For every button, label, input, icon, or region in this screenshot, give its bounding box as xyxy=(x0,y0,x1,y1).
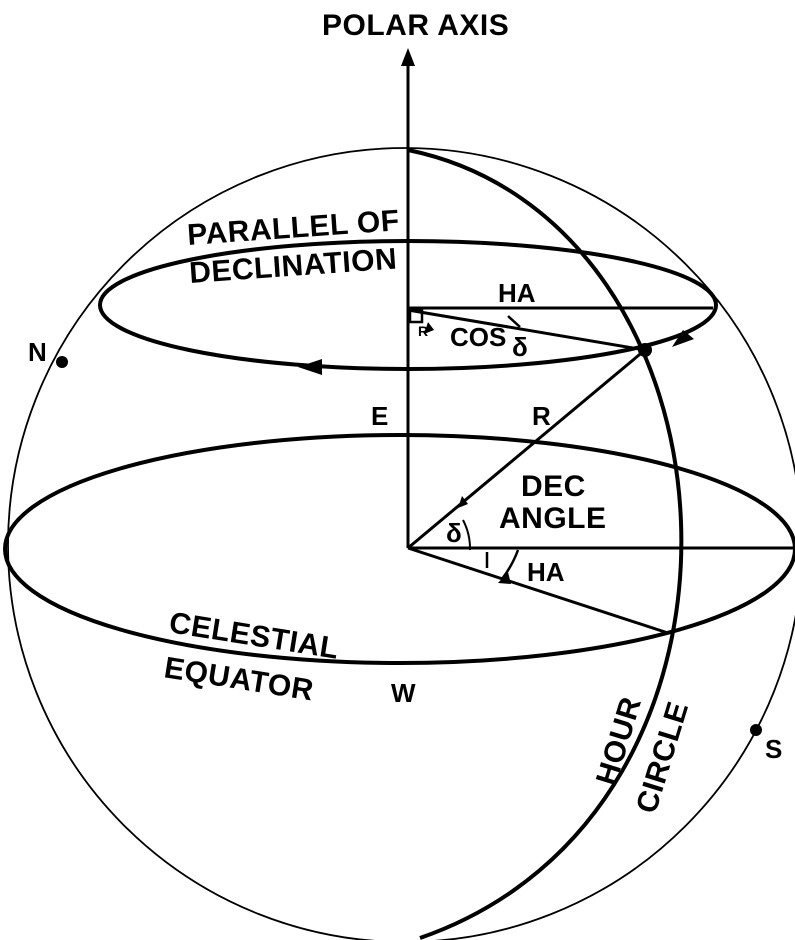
r-cos-small-arrow xyxy=(424,322,434,334)
hour-circle-arc xyxy=(407,148,684,940)
cos-label: COS xyxy=(450,322,506,352)
s-label: S xyxy=(765,734,782,764)
r-cos-delta-line xyxy=(407,308,646,352)
dec-small-arrow xyxy=(458,496,468,508)
r-small-label: R xyxy=(418,323,428,339)
equator-hour-line xyxy=(407,546,669,635)
dec-label-line2: ANGLE xyxy=(499,502,607,535)
r-main-label: R xyxy=(532,401,551,431)
celestial-equator-ellipse xyxy=(3,433,795,665)
polar-axis-label: POLAR AXIS xyxy=(322,9,509,42)
dec-label-line1: DEC xyxy=(521,470,586,503)
w-label: W xyxy=(391,678,416,708)
south-point xyxy=(750,724,762,736)
celestial-sphere-outline xyxy=(7,147,795,940)
n-label: N xyxy=(28,337,47,367)
ha-top-label: HA xyxy=(498,278,536,308)
declination-angle-arc xyxy=(462,519,472,551)
cos-delta-label: δ xyxy=(512,332,528,362)
radius-line xyxy=(407,348,646,550)
e-label: E xyxy=(371,401,388,431)
parallel-arrowhead-right xyxy=(672,330,694,347)
ha-angle-arc xyxy=(501,549,520,580)
ha-top-tick xyxy=(507,315,521,328)
ha-angle-arrowhead xyxy=(498,572,511,584)
ha-bottom-label: HA xyxy=(527,557,565,587)
polar-axis-arrowhead xyxy=(401,48,415,66)
parallel-arrowhead-left xyxy=(298,359,322,375)
star-point xyxy=(638,343,652,357)
right-angle-marker xyxy=(408,308,424,324)
north-point xyxy=(56,356,68,368)
delta-angle-label: δ xyxy=(446,518,462,548)
